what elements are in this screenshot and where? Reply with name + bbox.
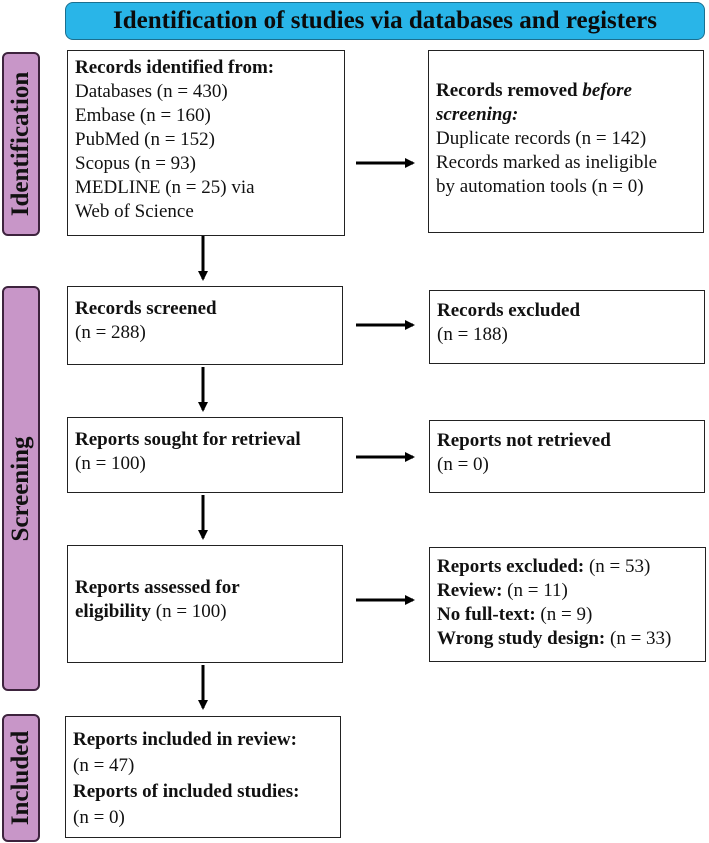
removed-line: Records marked as ineligible: [436, 152, 658, 173]
reports-not-retrieved-title: Reports not retrieved: [437, 430, 611, 451]
reports-assessed-line2: eligibility (n = 100): [75, 601, 227, 622]
records-screened-title: Records screened: [75, 298, 217, 319]
included-studies-count: (n = 0): [73, 807, 125, 828]
records-identified-box: Records identified from: Databases (n = …: [67, 50, 345, 236]
phase-included: Included: [2, 714, 40, 842]
records-excluded-count: (n = 188): [437, 324, 508, 345]
records-excluded-title: Records excluded: [437, 300, 581, 321]
included-studies-title: Reports of included studies:: [73, 781, 300, 802]
reports-not-retrieved-count: (n = 0): [437, 454, 489, 475]
removed-line: by automation tools (n = 0): [436, 176, 644, 197]
records-screened-count: (n = 288): [75, 322, 146, 343]
reports-sought-box: Reports sought for retrieval (n = 100): [67, 417, 343, 493]
reports-included-count: (n = 47): [73, 755, 135, 776]
identified-line: Embase (n = 160): [75, 105, 211, 126]
identified-line: Web of Science: [75, 201, 194, 222]
records-identified-title: Records identified from:: [75, 57, 275, 78]
records-removed-title-cont: screening:: [436, 104, 519, 125]
records-removed-title: Records removed before: [436, 80, 632, 101]
identified-line: MEDLINE (n = 25) via: [75, 177, 255, 198]
reports-excluded-row: Reports excluded: (n = 53): [437, 556, 651, 577]
phase-screening: Screening: [2, 286, 40, 691]
reports-excluded-row: Review: (n = 11): [437, 580, 568, 601]
records-excluded-box: Records excluded (n = 188): [429, 290, 705, 364]
identified-line: Databases (n = 430): [75, 81, 228, 102]
phase-identification: Identification: [2, 52, 40, 236]
reports-assessed-box: Reports assessed for eligibility (n = 10…: [67, 545, 343, 663]
reports-sought-title: Reports sought for retrieval: [75, 429, 301, 450]
identified-line: Scopus (n = 93): [75, 153, 197, 174]
reports-not-retrieved-box: Reports not retrieved (n = 0): [429, 420, 705, 493]
reports-included-box: Reports included in review: (n = 47) Rep…: [65, 716, 341, 838]
records-screened-box: Records screened (n = 288): [67, 286, 343, 365]
removed-line: Duplicate records (n = 142): [436, 128, 647, 149]
identified-line: PubMed (n = 152): [75, 129, 216, 150]
reports-excluded-box: Reports excluded: (n = 53) Review: (n = …: [429, 547, 706, 662]
reports-included-title: Reports included in review:: [73, 729, 297, 750]
reports-excluded-row: Wrong study design: (n = 33): [437, 628, 672, 649]
header-title: Identification of studies via databases …: [65, 2, 705, 40]
reports-assessed-title: Reports assessed for: [75, 577, 240, 598]
reports-sought-count: (n = 100): [75, 453, 146, 474]
records-removed-box: Records removed before screening: Duplic…: [428, 50, 704, 233]
reports-excluded-row: No full-text: (n = 9): [437, 604, 593, 625]
